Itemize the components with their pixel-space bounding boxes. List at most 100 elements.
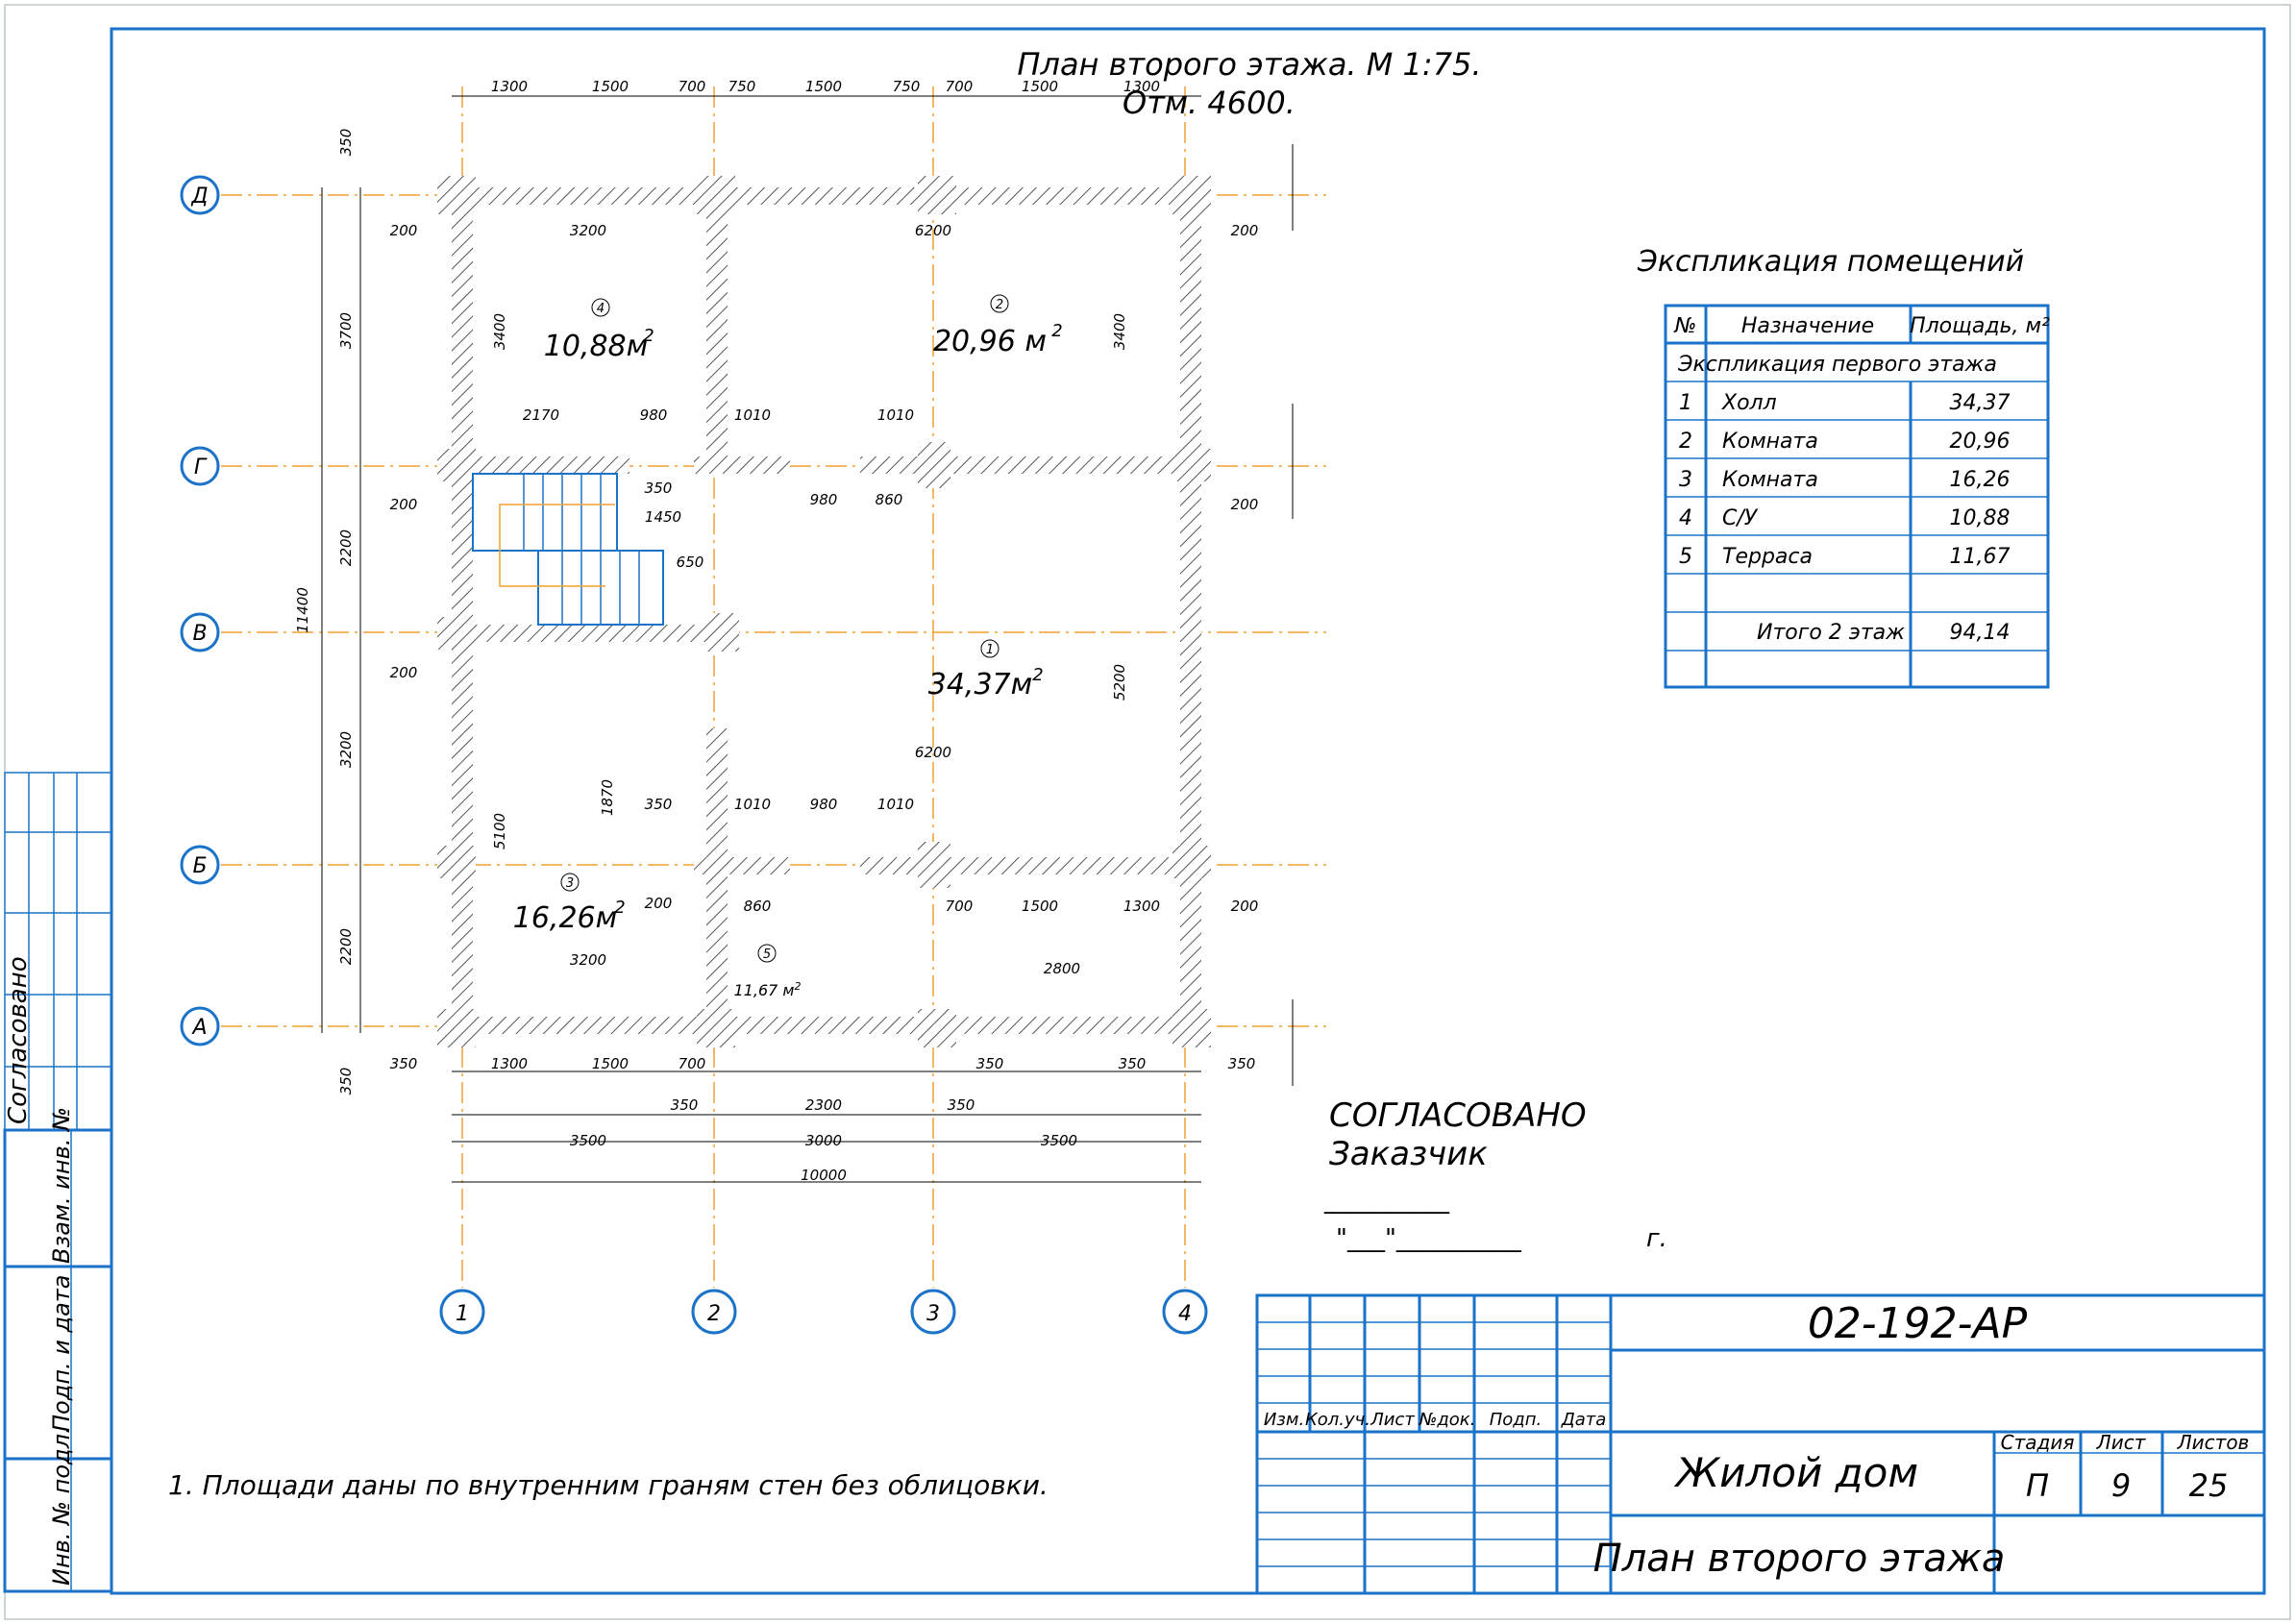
dim-left-2: 3700 [337,312,355,349]
dim-inner: 200 [1231,496,1259,513]
dim-bottom-8: 350 [671,1096,699,1114]
room-1-area-sup: 2 [1032,665,1043,685]
inv-vz-label: Взам. инв. № [48,1107,75,1264]
stamp-sheet-label: Лист [2096,1431,2147,1454]
dim-bottom-13: 3500 [1041,1132,1077,1149]
dim-inner: 200 [1231,222,1259,239]
dim-bottom-9: 2300 [805,1096,842,1114]
room-4-area-sup: 2 [643,326,654,346]
axis-label-3: 3 [926,1302,940,1326]
dim-left-1: 350 [337,129,355,157]
dim-inner: 200 [390,222,418,239]
axis-markers [180,175,1208,1335]
dim-left-5: 2200 [337,928,355,965]
dim-bottom-2: 1300 [491,1055,528,1072]
dim-inner: 2170 [523,406,559,424]
stamp-sheet-title: План второго этажа [1593,1537,2006,1581]
approval-date: "___"__________ [1336,1224,1522,1253]
dim-inner: 350 [645,480,673,497]
axis-label-A: А [190,1016,207,1040]
stamp-stage-label: Стадия [2001,1431,2075,1454]
explication-table [1664,304,2050,689]
dim-inner: 980 [640,406,668,424]
explication-row-name: Холл [1721,391,1777,415]
dim-inner: 980 [810,491,838,508]
dim-inner: 1450 [645,508,681,526]
axis-label-G: Г [194,455,208,480]
dimension-texts: 1300 1500 700 750 1500 750 700 1500 1300… [294,78,1258,1184]
axis-label-2: 2 [707,1302,721,1326]
explication-header-name: Назначение [1741,314,1874,338]
approval-block: СОГЛАСОВАНО Заказчик __________ "___"___… [1323,1096,1667,1253]
axis-label-D: Д [190,185,208,209]
room-1-number: 1 [986,643,994,657]
dim-left-3: 2200 [337,529,355,566]
dim-bottom-3: 1500 [592,1055,629,1072]
dim-top-3: 700 [679,78,706,95]
room-2-number: 2 [996,298,1003,312]
room-5-number: 5 [763,947,771,962]
approval-blank: __________ [1323,1186,1450,1215]
explication-row-area: 16,26 [1950,468,2011,492]
dim-inner: 860 [876,491,903,508]
dim-bottom-6: 350 [1119,1055,1147,1072]
dim-inner: 2800 [1044,960,1080,977]
side-strip: Согласовано Взам. инв. № Подп. и дата Ин… [3,772,113,1593]
stamp-col-data: Дата [1561,1410,1607,1430]
room-4-number: 4 [597,302,605,316]
sign-date-label: Подп. и дата [48,1275,75,1433]
dim-inner: 1870 [599,779,616,816]
dim-top-2: 1500 [592,78,629,95]
explication-row-area: 10,88 [1950,506,2011,530]
dim-bottom-1: 350 [390,1055,418,1072]
axis-lines [221,86,1326,1288]
dim-left-4: 3200 [337,731,355,768]
stamp-code: 02-192-АР [1808,1299,2028,1348]
dim-bottom-11: 3500 [570,1132,606,1149]
explication-row-no: 2 [1679,430,1692,454]
dim-inner: 3400 [1111,313,1128,350]
axis-label-1: 1 [456,1302,469,1326]
dim-top-1: 1300 [491,78,528,95]
explication-row-name: Терраса [1722,545,1813,569]
dim-bottom-12: 3000 [805,1132,842,1149]
room-4-area: 10,88м [544,330,649,363]
explication-row-name: С/У [1722,506,1759,530]
explication-row-area: 11,67 [1950,545,2011,569]
dim-inner: 3400 [491,313,508,350]
dim-top-5: 1500 [805,78,842,95]
explication-header-area: Площадь, м² [1910,314,2050,338]
axis-label-4: 4 [1178,1302,1192,1326]
dim-inner: 1010 [877,796,914,813]
explication-row-name: Комната [1722,430,1818,454]
dim-inner: 700 [946,898,974,915]
explication-row-no: 1 [1679,391,1692,415]
stamp-sheet: 9 [2111,1467,2131,1504]
dim-inner: 650 [677,554,704,571]
dim-inner: 5200 [1111,664,1128,701]
inv-podl-label: Инв. № подл. [48,1426,75,1586]
axis-label-V: В [192,622,207,646]
room-3-area-sup: 2 [614,898,625,918]
stamp-sheets-label: Листов [2177,1431,2250,1454]
stamp-col-ndok: №док. [1419,1410,1476,1430]
agreed-side-label: Согласовано [4,956,33,1124]
approval-year: г. [1646,1224,1667,1253]
walls [437,176,1211,1047]
room-labels: 4 10,88м 2 2 20,96 м 2 1 34,37м 2 3 16,2… [513,294,1063,999]
explication-row-area: 34,37 [1950,391,2011,415]
room-1-area: 34,37м [928,668,1033,701]
dim-bottom-4: 700 [679,1055,706,1072]
axis-label-B: Б [192,854,207,878]
dimension-lines [321,95,1294,1183]
explication-title: Экспликация помещений [1637,245,2024,279]
dim-inner: 5100 [491,813,508,849]
dim-inner: 3200 [570,222,606,239]
dim-inner: 200 [390,496,418,513]
dim-inner: 6200 [915,744,951,761]
stamp-stage: П [2026,1467,2049,1504]
dim-bottom-7: 350 [1228,1055,1256,1072]
explication-row-name: Комната [1722,468,1818,492]
